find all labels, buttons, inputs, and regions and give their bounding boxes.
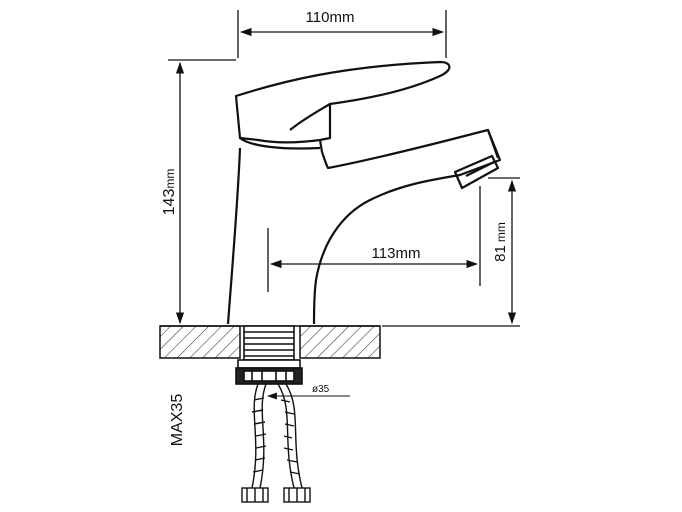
dimension-height: 143mm [161,59,236,325]
dimension-reach: 113mm [267,186,481,292]
width-label: 110mm [306,9,355,26]
height-unit: mm [163,169,177,189]
countertop [159,325,381,359]
dimension-width: 110mm [237,9,447,58]
spout-height-unit: mm [494,222,508,242]
dimension-hole: ø35 [267,384,350,400]
dimension-max-thickness: MAX35 [169,394,186,447]
spout-height-label: 81 mm [492,222,509,262]
spout-height-value: 81 [492,245,509,262]
mounting-shank [235,325,303,385]
max-label: MAX35 [169,394,186,447]
supply-hoses [241,383,311,503]
hole-label: ø35 [312,384,330,395]
reach-label: 113mm [372,245,421,262]
dimension-spout-height: 81 mm [382,177,520,327]
height-value: 143 [161,189,178,216]
height-label: 143mm [161,169,178,216]
faucet-body [226,60,502,325]
